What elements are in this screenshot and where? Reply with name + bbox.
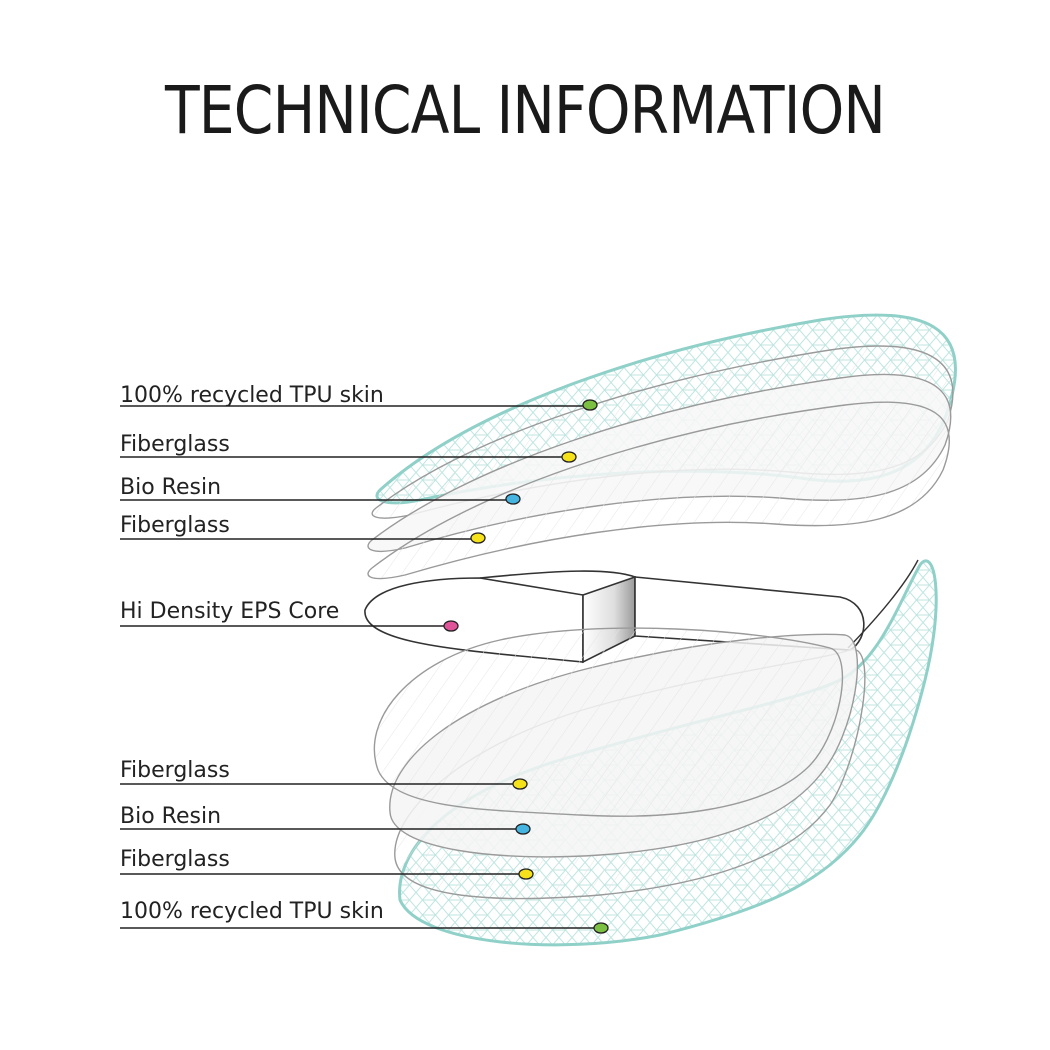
label-top-bio-resin: Bio Resin xyxy=(120,475,521,505)
label-text: Fiberglass xyxy=(120,847,230,872)
label-top-fiberglass-2: Fiberglass xyxy=(120,513,486,544)
fiberglass-marker xyxy=(470,532,486,544)
bio-resin-marker xyxy=(515,823,531,835)
fiberglass-marker xyxy=(518,868,534,880)
label-top-tpu-skin: 100% recycled TPU skin xyxy=(120,383,598,411)
eps-core-marker xyxy=(443,620,459,632)
fiberglass-marker xyxy=(561,451,577,463)
tpu-skin-marker xyxy=(582,399,598,411)
label-top-fiberglass-1: Fiberglass xyxy=(120,432,577,463)
label-bottom-fiberglass-1: Fiberglass xyxy=(120,758,528,790)
label-eps-core: Hi Density EPS Core xyxy=(120,599,459,632)
label-text: Fiberglass xyxy=(120,432,230,457)
top-fiberglass-layer-2 xyxy=(367,401,951,580)
bottom-fiberglass-layer-1 xyxy=(373,627,843,817)
label-bottom-fiberglass-2: Fiberglass xyxy=(120,847,534,880)
label-text: Hi Density EPS Core xyxy=(120,599,339,624)
label-bottom-tpu-skin: 100% recycled TPU skin xyxy=(120,899,609,934)
label-text: Fiberglass xyxy=(120,758,230,783)
bio-resin-marker xyxy=(505,493,521,505)
label-text: Fiberglass xyxy=(120,513,230,538)
label-text: 100% recycled TPU skin xyxy=(120,383,384,408)
tpu-skin-marker xyxy=(593,922,609,934)
core-side-edge xyxy=(847,559,919,649)
fiberglass-marker xyxy=(512,778,528,790)
label-text: 100% recycled TPU skin xyxy=(120,899,384,924)
label-bottom-bio-resin: Bio Resin xyxy=(120,804,531,835)
label-text: Bio Resin xyxy=(120,475,221,500)
label-text: Bio Resin xyxy=(120,804,221,829)
page-title: TECHNICAL INFORMATION xyxy=(164,72,886,149)
